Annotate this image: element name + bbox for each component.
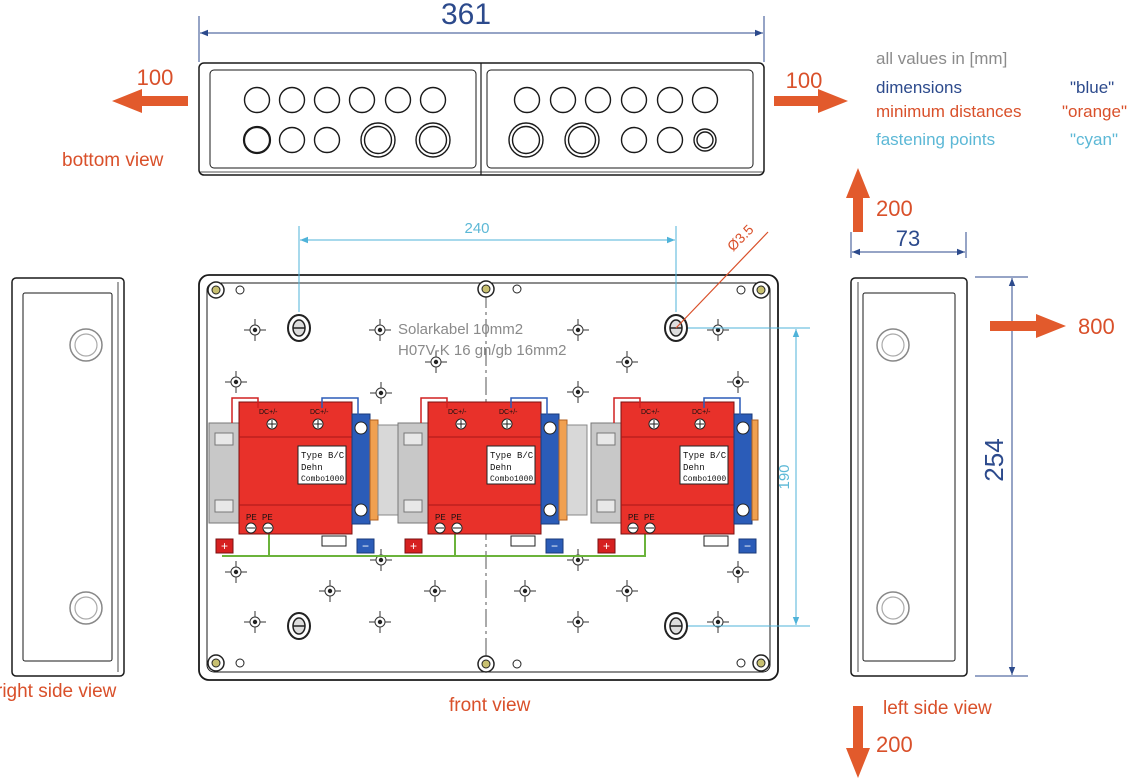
svg-text:+: + bbox=[410, 539, 417, 553]
legend-fastening-color: "cyan" bbox=[1070, 130, 1118, 149]
module-2-terminal-b: DC+/- bbox=[499, 409, 518, 416]
module-2-minus-terminal bbox=[545, 538, 564, 554]
legend-fastening: fastening points bbox=[876, 130, 995, 149]
svg-text:+: + bbox=[603, 539, 610, 553]
left-side-view-label: left side view bbox=[883, 698, 992, 719]
front-view bbox=[198, 274, 779, 681]
module-3-terminal-a: DC+/- bbox=[641, 409, 660, 416]
front-view-label: front view bbox=[449, 695, 531, 716]
module-3-minus-terminal bbox=[738, 538, 757, 554]
module-1: Type B/C Dehn Combo1000 DC+/- DC+/- PE P… bbox=[208, 397, 399, 554]
min-distance-top-value: 200 bbox=[876, 196, 913, 221]
min-distance-left-value: 100 bbox=[137, 65, 174, 90]
dimension-width: 361 bbox=[198, 0, 765, 62]
svg-text:−: − bbox=[744, 539, 751, 553]
depth-value: 73 bbox=[896, 226, 920, 251]
module-2-plus-terminal bbox=[404, 538, 423, 554]
module-2-model: Combo1000 bbox=[490, 475, 533, 484]
module-3-pe1: PE bbox=[628, 513, 639, 522]
module-3-type: Type B/C bbox=[683, 451, 727, 461]
legend: all values in [mm] dimensions "blue" min… bbox=[876, 49, 1127, 149]
module-3-model: Combo1000 bbox=[683, 475, 726, 484]
legend-title: all values in [mm] bbox=[876, 49, 1007, 68]
module-1-terminal-a: DC+/- bbox=[259, 409, 278, 416]
cable-note-line2: H07V-K 16 gn/gb 16mm2 bbox=[398, 342, 566, 359]
module-2-type: Type B/C bbox=[490, 451, 534, 461]
min-distance-bottom-value: 200 bbox=[876, 732, 913, 757]
module-1-pe1: PE bbox=[246, 513, 257, 522]
module-1-type: Type B/C bbox=[301, 451, 345, 461]
min-distance-right: 800 bbox=[990, 314, 1115, 339]
surge-protection-modules: Type B/C Dehn Combo1000 DC+/- DC+/- PE P… bbox=[208, 397, 759, 554]
left-side-view bbox=[850, 277, 968, 677]
min-distance-right-top: 100 bbox=[774, 68, 848, 113]
fastening-horizontal-value: 240 bbox=[464, 220, 489, 237]
module-1-minus-terminal bbox=[356, 538, 375, 554]
right-side-view-label: right side view bbox=[0, 681, 117, 702]
legend-dimensions: dimensions bbox=[876, 78, 962, 97]
dimension-fastening-vertical: 190 bbox=[688, 327, 810, 627]
module-2-brand: Dehn bbox=[490, 463, 512, 473]
module-3-plus-terminal bbox=[597, 538, 616, 554]
module-1-pe2: PE bbox=[262, 513, 273, 522]
min-distance-top: 200 bbox=[846, 168, 913, 232]
bottom-view-label: bottom view bbox=[62, 150, 164, 171]
width-value: 361 bbox=[441, 0, 491, 31]
min-distance-bottom: 200 bbox=[846, 706, 913, 778]
cable-note-line1: Solarkabel 10mm2 bbox=[398, 321, 523, 338]
legend-min-distances: minimum distances bbox=[876, 102, 1022, 121]
module-2-pe2: PE bbox=[451, 513, 462, 522]
module-3-brand: Dehn bbox=[683, 463, 705, 473]
svg-text:−: − bbox=[362, 539, 369, 553]
module-1-terminal-b: DC+/- bbox=[310, 409, 329, 416]
module-2-terminal-a: DC+/- bbox=[448, 409, 467, 416]
module-3-pe2: PE bbox=[644, 513, 655, 522]
min-distance-right-value: 800 bbox=[1078, 314, 1115, 339]
right-side-view bbox=[11, 277, 125, 677]
module-1-model: Combo1000 bbox=[301, 475, 344, 484]
module-1-brand: Dehn bbox=[301, 463, 323, 473]
svg-text:−: − bbox=[551, 539, 558, 553]
dimension-height: 254 bbox=[975, 276, 1028, 677]
height-value: 254 bbox=[979, 438, 1009, 481]
dimension-fastening-horizontal: 240 bbox=[298, 220, 677, 312]
module-2: Type B/C Dehn Combo1000 DC+/- DC+/- PE P… bbox=[397, 397, 588, 554]
module-3: Type B/C Dehn Combo1000 DC+/- DC+/- PE P… bbox=[590, 397, 759, 554]
bottom-view bbox=[198, 62, 765, 176]
module-3-terminal-b: DC+/- bbox=[692, 409, 711, 416]
min-distance-right-top-value: 100 bbox=[786, 68, 823, 93]
min-distance-left: 100 bbox=[112, 65, 188, 113]
module-2-pe1: PE bbox=[435, 513, 446, 522]
legend-dimensions-color: "blue" bbox=[1070, 78, 1114, 97]
dimension-depth: 73 bbox=[850, 226, 967, 258]
module-1-plus-terminal bbox=[215, 538, 234, 554]
svg-text:+: + bbox=[221, 539, 228, 553]
fastening-vertical-value: 190 bbox=[776, 464, 793, 489]
legend-min-distances-color: "orange" bbox=[1062, 102, 1127, 121]
